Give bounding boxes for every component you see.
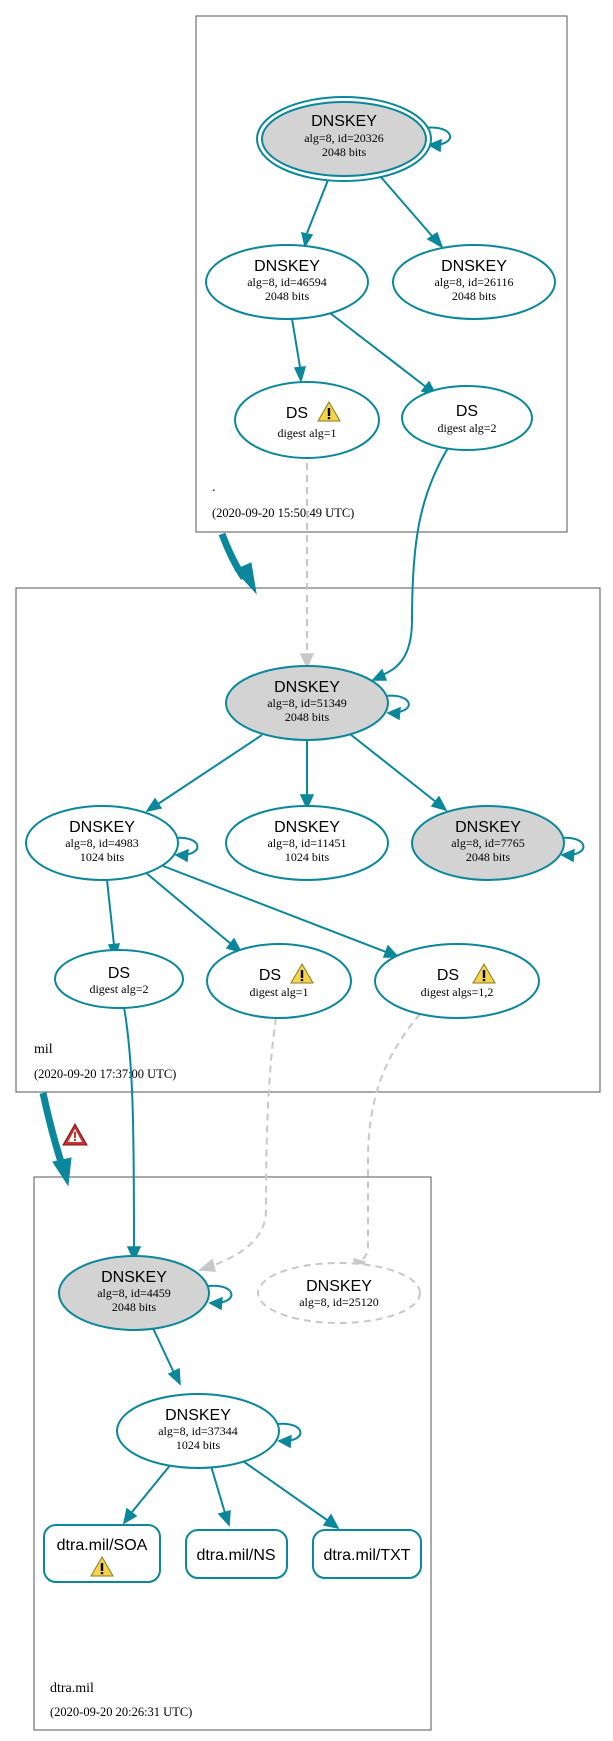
node-mil-ds1-line1: digest alg=2 [89,982,148,996]
zone-mil-name: mil [34,1042,53,1057]
zone-dtra-box [33,1176,432,1731]
node-mil-ksk-title: DNSKEY [274,679,340,696]
node-mil-ds2-line1: digest alg=1 [249,985,308,999]
node-mil-ds3[interactable]: DS digest algs=1,2 [374,943,540,1019]
rrset-dtra-ns-label: dtra.mil/NS [196,1547,275,1564]
node-mil-ds3-line1: digest algs=1,2 [421,985,494,999]
zone-root: . (2020-09-20 15:50:49 UTC) [195,15,568,533]
edge-dtra-zsk-soa [131,1462,173,1513]
edge-mil-ksk-key3 [349,733,437,803]
node-root-ksk-line2: 2048 bits [322,145,367,159]
zone-dtra: dtra.mil (2020-09-20 20:26:31 UTC) [33,1176,432,1731]
node-root-zsk2-title: DNSKEY [441,258,507,275]
node-dtra-zsk-line2: 1024 bits [176,1438,221,1452]
edge-root-zsk1-ds1 [291,318,301,368]
edge-mil-ds3-dtra-missing [359,1013,421,1263]
node-root-ksk[interactable]: DNSKEY alg=8, id=20326 2048 bits [256,96,432,182]
zone-root-name: . [212,480,216,495]
node-root-ksk-line1: alg=8, id=20326 [304,131,384,145]
edge-root-ksk-zsk1 [306,179,329,234]
edge-mil-ds1-dtra-ksk [123,1006,135,1249]
edge-root-zsk1-ds2 [329,312,427,388]
node-mil-zsk2-line2: 1024 bits [285,850,330,864]
node-mil-key3-title: DNSKEY [455,819,521,836]
node-mil-key3[interactable]: DNSKEY alg=8, id=7765 2048 bits [411,805,565,881]
node-mil-zsk1-line2: 1024 bits [80,850,125,864]
rrset-dtra-txt[interactable]: dtra.mil/TXT [312,1529,422,1579]
node-dtra-ksk-line1: alg=8, id=4459 [97,1286,171,1300]
node-dtra-ksk-title: DNSKEY [101,1269,167,1286]
zone-dtra-name: dtra.mil [50,1681,94,1696]
node-root-ksk-title: DNSKEY [311,113,377,130]
edge-mil-ds2-dtra-ksk [211,1017,277,1267]
node-mil-zsk1-title: DNSKEY [69,819,135,836]
edge-mil-zsk1-ds3 [162,865,387,953]
node-mil-ds2[interactable]: DS digest alg=1 [206,943,352,1019]
node-dtra-zsk[interactable]: DNSKEY alg=8, id=37344 1024 bits [116,1393,280,1469]
node-root-zsk1[interactable]: DNSKEY alg=8, id=46594 2048 bits [205,244,369,320]
node-root-zsk1-title: DNSKEY [254,258,320,275]
node-mil-ds1-title: DS [108,965,130,982]
delegation-error-icon [62,1123,88,1146]
edge-root-ksk-zsk2 [379,175,433,237]
node-mil-zsk1-line1: alg=8, id=4983 [65,836,139,850]
node-root-ds1[interactable]: DS digest alg=1 [234,381,380,459]
node-mil-ksk[interactable]: DNSKEY alg=8, id=51349 2048 bits [225,665,389,741]
node-root-zsk2[interactable]: DNSKEY alg=8, id=26116 2048 bits [392,244,556,320]
zone-mil-timestamp: (2020-09-20 17:37:00 UTC) [34,1067,176,1081]
node-dtra-missing-line1: alg=8, id=25120 [299,1295,379,1309]
edge-dtra-zsk-txt [239,1458,328,1521]
node-dtra-zsk-line1: alg=8, id=37344 [158,1424,238,1438]
edges [106,126,585,1530]
node-root-ds2[interactable]: DS digest alg=2 [401,385,533,451]
node-mil-ds2-title: DS [259,967,281,984]
edge-dtra-ksk-zsk [151,1325,175,1374]
node-mil-zsk1[interactable]: DNSKEY alg=8, id=4983 1024 bits [25,805,179,881]
node-root-ds1-line1: digest alg=1 [277,426,336,440]
node-root-zsk2-line2: 2048 bits [452,289,497,303]
rrset-dtra-ns[interactable]: dtra.mil/NS [185,1529,288,1579]
node-dtra-missing[interactable]: DNSKEY alg=8, id=25120 [257,1262,421,1324]
node-dtra-missing-title: DNSKEY [306,1278,372,1295]
node-mil-zsk2[interactable]: DNSKEY alg=8, id=11451 1024 bits [225,805,389,881]
node-mil-ds3-title: DS [437,967,459,984]
edge-root-ds2-mil-ksk [379,447,449,677]
node-root-ds2-line1: digest alg=2 [437,421,496,435]
zone-root-box [195,15,568,533]
edge-mil-ksk-zsk1 [157,734,263,805]
node-mil-ds1[interactable]: DS digest alg=2 [54,949,184,1009]
node-root-ds2-title: DS [456,403,478,420]
edge-mil-zsk1-ds1 [106,879,115,946]
edge-dtra-zsk-ns [210,1465,226,1514]
node-mil-zsk2-line1: alg=8, id=11451 [267,836,346,850]
rrset-dtra-soa-label: dtra.mil/SOA [57,1537,148,1554]
node-root-zsk1-line2: 2048 bits [265,289,310,303]
node-root-zsk1-line1: alg=8, id=46594 [247,275,327,289]
node-mil-zsk2-title: DNSKEY [274,819,340,836]
node-mil-ksk-line1: alg=8, id=51349 [267,696,347,710]
node-mil-key3-line2: 2048 bits [466,850,511,864]
node-dtra-zsk-title: DNSKEY [165,1407,231,1424]
node-root-zsk2-line1: alg=8, id=26116 [434,275,513,289]
zone-root-timestamp: (2020-09-20 15:50:49 UTC) [212,506,354,520]
rrset-dtra-soa[interactable]: dtra.mil/SOA [43,1524,161,1583]
zone-dtra-timestamp: (2020-09-20 20:26:31 UTC) [50,1705,192,1719]
edge-mil-zsk1-ds2 [144,871,232,945]
rrset-dtra-txt-label: dtra.mil/TXT [323,1547,410,1564]
node-dtra-ksk[interactable]: DNSKEY alg=8, id=4459 2048 bits [58,1255,210,1331]
node-dtra-ksk-line2: 2048 bits [112,1300,157,1314]
delegation-mil-to-dtra [39,1092,72,1187]
node-mil-key3-line1: alg=8, id=7765 [451,836,525,850]
node-root-ds1-title: DS [286,405,308,422]
node-mil-ksk-line2: 2048 bits [285,710,330,724]
delegation-root-to-mil [218,532,257,595]
